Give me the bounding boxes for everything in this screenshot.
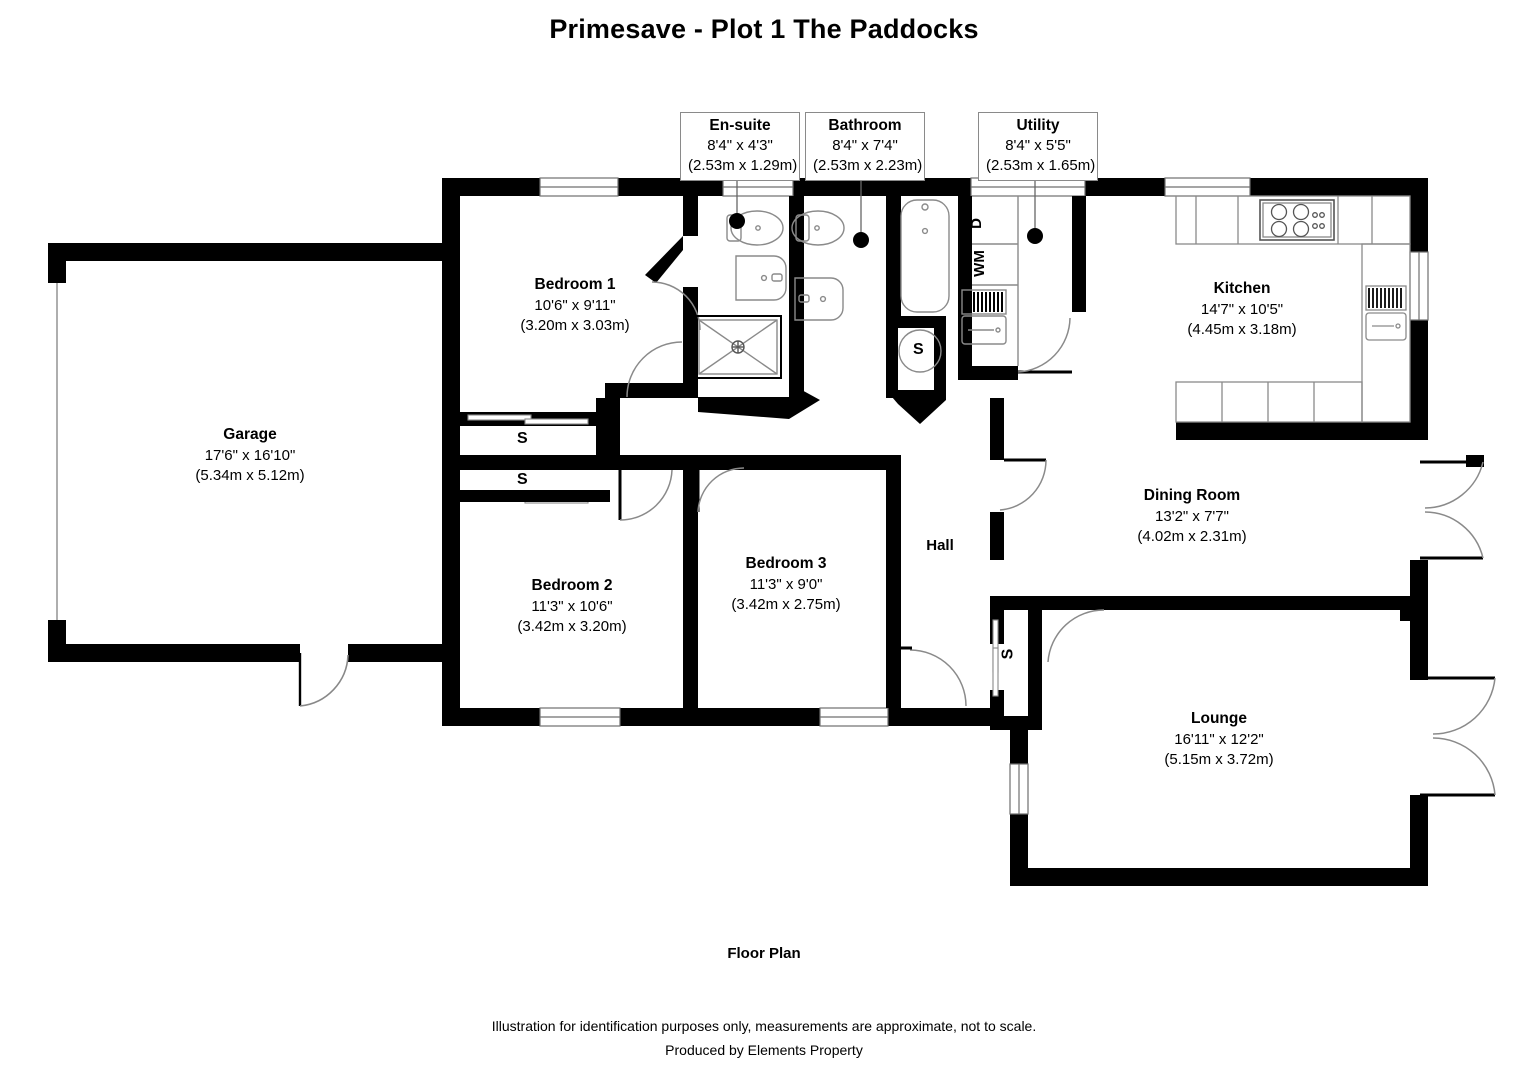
dining-name: Dining Room [1143, 487, 1241, 504]
window-icon [1009, 763, 1029, 815]
bedroom3-imperial: 11'3" x 9'0" [749, 575, 823, 593]
callout-leaders [729, 172, 1043, 248]
door-swing-icon [1017, 317, 1072, 374]
garage-imperial: 17'6" x 16'10" [204, 446, 296, 464]
room-label-dining-room: Dining Room 13'2" x 7'7" (4.02m x 2.31m) [1083, 486, 1301, 547]
door-swing-icon [1420, 676, 1496, 797]
room-label-bedroom1: Bedroom 1 10'6" x 9'11" (3.20m x 3.03m) [470, 275, 680, 336]
dining-imperial: 13'2" x 7'7" [1155, 507, 1229, 525]
callout-utility: Utility 8'4" x 5'5" (2.53m x 1.65m) [978, 112, 1098, 182]
callout-bathroom-imperial: 8'4" x 7'4" [832, 137, 898, 155]
callout-utility-imperial: 8'4" x 5'5" [1005, 137, 1071, 155]
garage-metric: (5.34m x 5.12m) [195, 467, 305, 485]
disclaimer-line-2: Produced by Elements Property [665, 1042, 863, 1058]
door-swing-icon [618, 468, 673, 521]
basin-icon [794, 277, 844, 321]
bedroom1-name: Bedroom 1 [534, 276, 616, 293]
callout-ensuite-imperial: 8'4" x 4'3" [707, 137, 773, 155]
appliance-label-dryer: D [967, 218, 985, 229]
kitchen-imperial: 14'7" x 10'5" [1200, 300, 1284, 318]
hob-icon [1259, 199, 1335, 241]
bath-icon [900, 199, 950, 313]
room-label-lounge: Lounge 16'11" x 12'2" (5.15m x 3.72m) [1110, 709, 1328, 770]
callout-utility-name: Utility [1016, 117, 1060, 134]
storage-marker-upper: S [517, 430, 528, 447]
garage-structure [48, 243, 442, 707]
callout-bathroom: Bathroom 8'4" x 7'4" (2.53m x 2.23m) [805, 112, 925, 182]
lounge-imperial: 16'11" x 12'2" [1174, 730, 1264, 748]
sliding-door-icon [992, 619, 999, 697]
basin-icon [735, 255, 787, 301]
room-label-bedroom2: Bedroom 2 11'3" x 10'6" (3.42m x 3.20m) [467, 576, 677, 637]
door-swing-icon [901, 646, 967, 707]
internal-walls [460, 196, 1414, 730]
room-label-hall: Hall [905, 536, 975, 556]
kitchen-metric: (4.45m x 3.18m) [1187, 321, 1297, 339]
storage-marker-cylinder: S [913, 341, 924, 358]
storage-marker-hall: S [999, 648, 1017, 660]
callout-ensuite: En-suite 8'4" x 4'3" (2.53m x 1.29m) [680, 112, 800, 182]
bathroom-fixtures [694, 196, 1019, 379]
toilet-icon [791, 210, 845, 246]
dining-metric: (4.02m x 2.31m) [1137, 528, 1247, 546]
bedroom3-metric: (3.42m x 2.75m) [731, 596, 841, 614]
garage-name: Garage [223, 426, 277, 443]
storage-marker-lower: S [517, 471, 528, 488]
hall-name: Hall [926, 537, 954, 554]
shower-tray-icon [694, 315, 782, 379]
room-label-garage: Garage 17'6" x 16'10" (5.34m x 5.12m) [145, 425, 355, 486]
door-swing-icon [1420, 460, 1484, 560]
window-icon [1409, 251, 1429, 321]
kitchen-sink-icon [961, 289, 1007, 345]
door-swing-icon [999, 458, 1047, 511]
bedroom2-imperial: 11'3" x 10'6" [531, 597, 613, 615]
callout-ensuite-name: En-suite [709, 117, 771, 134]
kitchen-sink-icon [1365, 285, 1407, 341]
floor-plan-caption: Floor Plan [727, 945, 801, 962]
callout-bathroom-name: Bathroom [828, 117, 902, 134]
room-label-kitchen: Kitchen 14'7" x 10'5" (4.45m x 3.18m) [1133, 279, 1351, 340]
appliance-label-washing-machine: WM [970, 250, 988, 277]
callout-ensuite-metric: (2.53m x 1.29m) [688, 156, 798, 174]
door-swing-icon [696, 467, 745, 513]
kitchen-units [1175, 195, 1411, 423]
bedroom2-name: Bedroom 2 [531, 577, 613, 594]
window-icon [539, 177, 1251, 197]
bedroom1-metric: (3.20m x 3.03m) [520, 317, 630, 335]
page-title: Primesave - Plot 1 The Paddocks [549, 14, 979, 44]
lounge-name: Lounge [1191, 710, 1247, 727]
callout-utility-metric: (2.53m x 1.65m) [986, 156, 1096, 174]
bedroom3-name: Bedroom 3 [745, 555, 827, 572]
bedroom2-metric: (3.42m x 3.20m) [517, 618, 627, 636]
house-outer-walls [442, 177, 1496, 886]
bedroom1-imperial: 10'6" x 9'11" [534, 296, 616, 314]
disclaimer-line-1: Illustration for identification purposes… [491, 1018, 1037, 1034]
door-swing-icon [1047, 609, 1105, 663]
callout-bathroom-metric: (2.53m x 2.23m) [813, 156, 923, 174]
kitchen-name: Kitchen [1213, 280, 1271, 297]
window-icon [539, 707, 889, 727]
lounge-metric: (5.15m x 3.72m) [1164, 751, 1274, 769]
room-label-bedroom3: Bedroom 3 11'3" x 9'0" (3.42m x 2.75m) [681, 554, 891, 615]
